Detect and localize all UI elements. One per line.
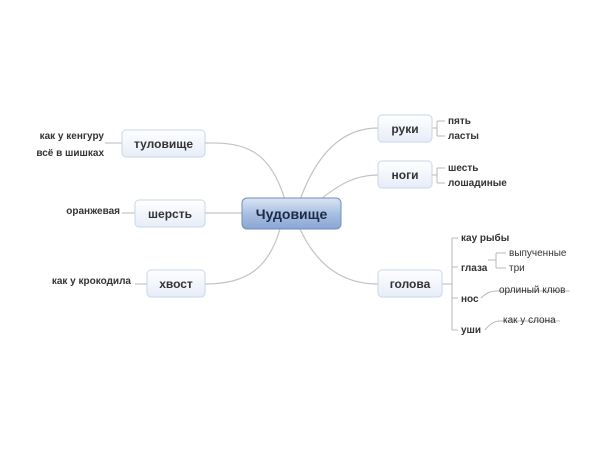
topic-legs[interactable]: ноги	[377, 160, 433, 189]
arms-detail-1: пять	[448, 116, 471, 127]
legs-detail-1: шесть	[448, 163, 478, 174]
branch-lines	[204, 127, 379, 285]
eyes-detail-1: выпученные	[509, 248, 567, 259]
ears-detail-1: как у слона	[503, 315, 556, 326]
branch-arms	[299, 127, 379, 201]
tail-detail-1: как у крокодила	[52, 276, 132, 287]
nose-detail-1: орлиный клюв	[499, 285, 565, 296]
topic-torso-label: туловище	[134, 137, 193, 151]
topic-legs-label: ноги	[392, 168, 419, 182]
topic-head-label: голова	[390, 277, 431, 291]
nose-line	[480, 290, 570, 299]
head-part-ears: уши	[461, 325, 481, 336]
branch-tail	[204, 228, 281, 285]
legs-bracket	[432, 167, 445, 184]
topic-fur-label: шерсть	[148, 207, 192, 221]
arms-detail-2: ласты	[448, 131, 479, 142]
eyes-bracket	[488, 252, 506, 269]
torso-detail-2: всё в шишках	[36, 148, 104, 159]
topic-torso[interactable]: туловище	[121, 129, 206, 158]
torso-detail-1: как у кенгуру	[40, 131, 105, 142]
legs-detail-2: лошадиные	[448, 178, 507, 189]
head-part-eyes: глаза	[461, 263, 488, 274]
central-node[interactable]: Чудовище	[241, 197, 342, 230]
topic-tail[interactable]: хвост	[146, 269, 206, 298]
ears-line	[484, 320, 560, 331]
branch-head	[299, 228, 379, 285]
fur-detail-1: оранжевая	[66, 206, 120, 217]
topic-fur[interactable]: шерсть	[134, 199, 206, 228]
detail-lines	[105, 120, 570, 331]
head-bracket	[442, 237, 458, 331]
branch-torso	[204, 142, 286, 201]
branch-legs	[319, 174, 379, 201]
eyes-detail-2: три	[509, 263, 525, 274]
central-label: Чудовище	[256, 206, 328, 222]
topic-arms-label: руки	[391, 122, 418, 136]
topic-tail-label: хвост	[159, 277, 193, 291]
topic-arms[interactable]: руки	[377, 114, 433, 143]
head-part-mouth: кау рыбы	[461, 232, 509, 244]
topic-head[interactable]: голова	[377, 269, 443, 298]
arms-bracket	[432, 120, 445, 137]
head-part-nose: нос	[461, 294, 479, 305]
